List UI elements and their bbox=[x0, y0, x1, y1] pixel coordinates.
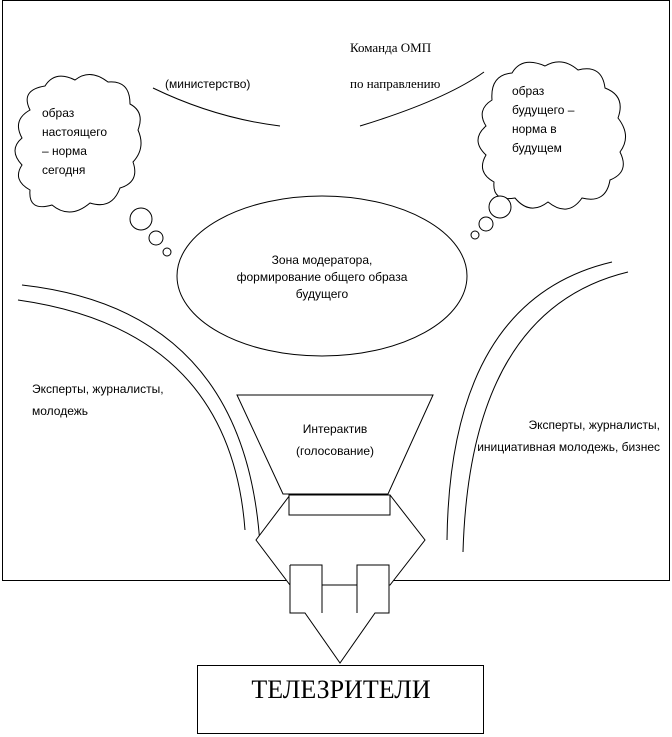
funnel-neck bbox=[288, 494, 391, 516]
moderator-zone-ellipse bbox=[176, 195, 468, 357]
direction-arc bbox=[359, 71, 485, 127]
left-outer-arc bbox=[17, 299, 246, 531]
interactive-label: Интерактив (голосование) bbox=[295, 422, 375, 458]
viewers-box bbox=[197, 665, 484, 734]
right-outer-arc bbox=[462, 271, 629, 553]
experts-right-label: Эксперты, журналисты, инициативная молод… bbox=[477, 418, 660, 454]
moderator-zone-label: Зона модератора, формирование общего обр… bbox=[236, 253, 408, 301]
future-cloud-bubble-large bbox=[488, 195, 512, 219]
present-cloud-bubble-large bbox=[129, 207, 153, 231]
future-cloud-bubble-medium bbox=[478, 216, 494, 232]
present-cloud-bubble-medium bbox=[148, 230, 164, 246]
future-cloud-bubble-small bbox=[470, 230, 480, 240]
omp-team-label: Команда ОМП bbox=[350, 40, 432, 55]
experts-left-label: Эксперты, журналисты, молодежь bbox=[32, 382, 164, 418]
present-image-cloud bbox=[14, 74, 142, 213]
by-direction-label: по направлению bbox=[350, 76, 441, 91]
down-arrow-outline bbox=[289, 564, 390, 664]
future-image-cloud bbox=[477, 61, 626, 210]
ministry-arc bbox=[152, 87, 281, 127]
future-image-label: образ будущего – норма в будущем bbox=[512, 84, 575, 155]
right-inner-arc bbox=[446, 261, 613, 541]
interactive-funnel bbox=[236, 394, 434, 495]
present-image-label: образ настоящего – норма сегодня bbox=[42, 106, 108, 177]
present-cloud-bubble-small bbox=[162, 247, 172, 257]
left-inner-arc bbox=[21, 284, 261, 546]
down-arrow bbox=[290, 565, 389, 663]
ministry-label: (министерство) bbox=[165, 77, 251, 91]
viewers-label: ТЕЛЕЗРИТЕЛИ bbox=[251, 675, 431, 704]
